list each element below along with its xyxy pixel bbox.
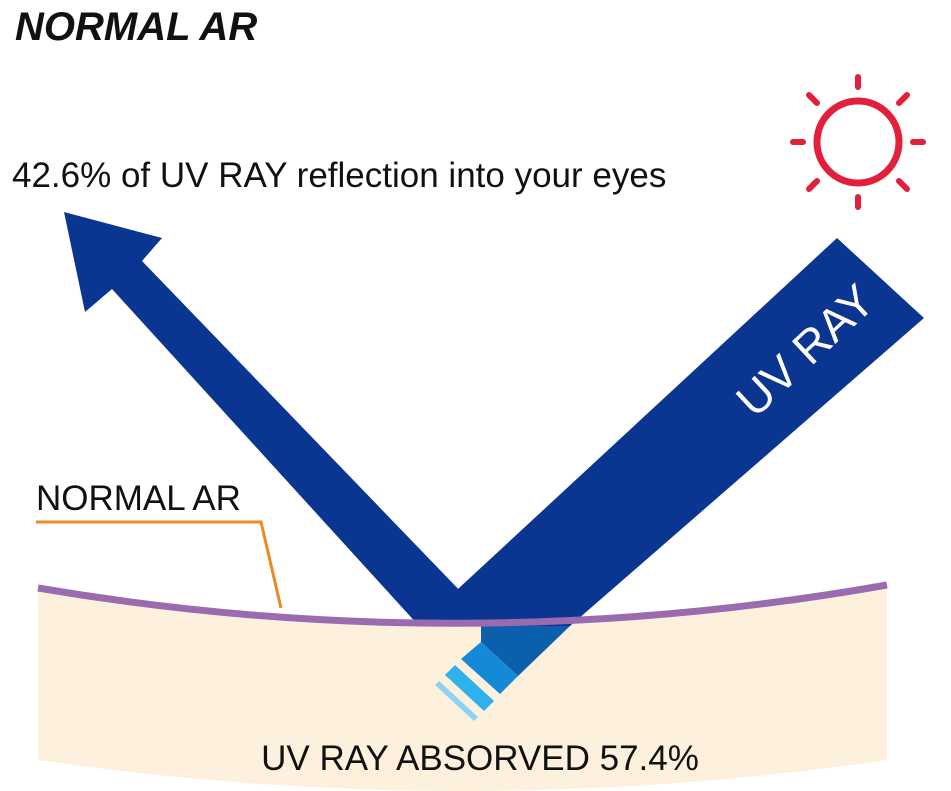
reflected-uv-ray-arrow [64, 212, 494, 626]
absorbed-segment-1 [481, 626, 570, 676]
absorbed-caption: UV RAY ABSORVED 57.4% [261, 739, 699, 778]
absorbed-ray-segments [435, 626, 570, 721]
absorbed-segment-2 [461, 642, 518, 694]
normal-ar-coating-line [37, 581, 888, 627]
page-title: NORMAL AR [15, 5, 257, 49]
sun-icon [790, 74, 926, 210]
reflection-caption: 42.6% of UV RAY reflection into your eye… [12, 156, 666, 195]
absorbed-segment-4 [435, 681, 478, 721]
coating-leader-line [36, 520, 283, 609]
absorbed-segment-3 [445, 665, 494, 711]
coating-label: NORMAL AR [36, 479, 241, 518]
incoming-uv-ray [418, 238, 924, 626]
